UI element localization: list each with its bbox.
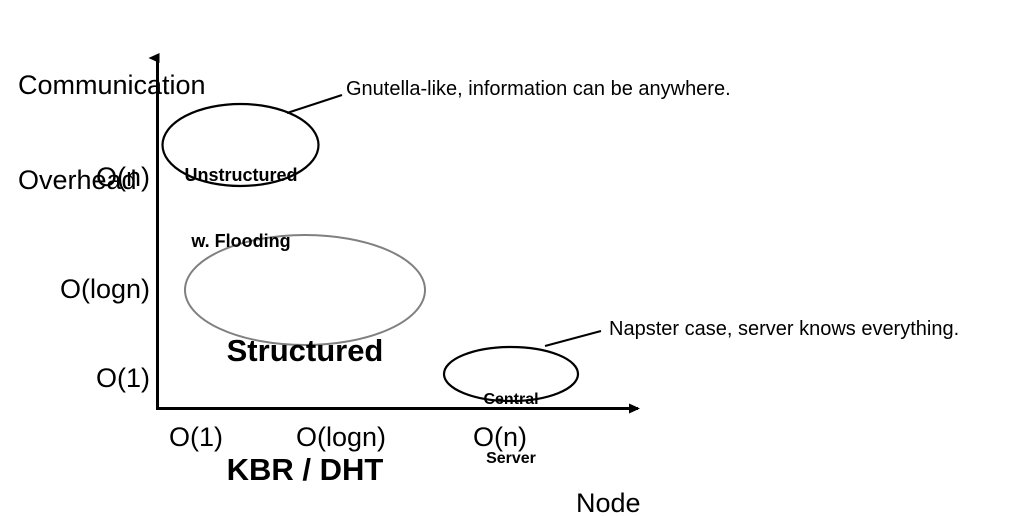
leader-line-gnutella [286,94,343,114]
x-tick-label-o1: O(1) [169,422,223,452]
bubble-unstructured-line1: Unstructured [184,164,298,185]
bubble-structured [184,234,426,346]
y-axis-title-line2: Overhead [18,165,137,196]
bubble-structured-line1: Structured [226,333,384,369]
x-axis-title-line1: Node [576,487,641,516]
x-tick-label-ologn: O(logn) [295,422,387,452]
bubble-central-server-line1: Central [483,391,539,409]
bubble-central-server-line2: Server [486,449,536,467]
bubble-label-unstructured: Unstructured w. Flooding [163,121,319,297]
x-tick-label-on: O(n) [473,422,527,452]
bubble-unstructured-line2: w. Flooding [191,230,291,251]
leader-line-napster [544,330,602,347]
bubble-central-server [442,345,580,403]
annotation-napster: Napster case, server knows everything. [609,318,960,340]
bubble-label-structured: Structured KBR / DHT [185,252,425,516]
y-tick-label-on: O(n) [96,162,150,192]
y-tick-label-o1: O(1) [96,363,150,393]
y-tick-label-ologn: O(logn) [59,274,150,304]
y-axis-title: Communication Overhead [18,6,206,261]
y-axis-title-line1: Communication [18,69,206,100]
bubble-label-central-server: Central Server [444,351,578,507]
bubble-unstructured [161,102,320,188]
annotation-gnutella: Gnutella-like, information can be anywhe… [346,78,731,100]
bubble-structured-line2: KBR / DHT [226,452,384,488]
x-axis-title: Node State [576,424,641,516]
